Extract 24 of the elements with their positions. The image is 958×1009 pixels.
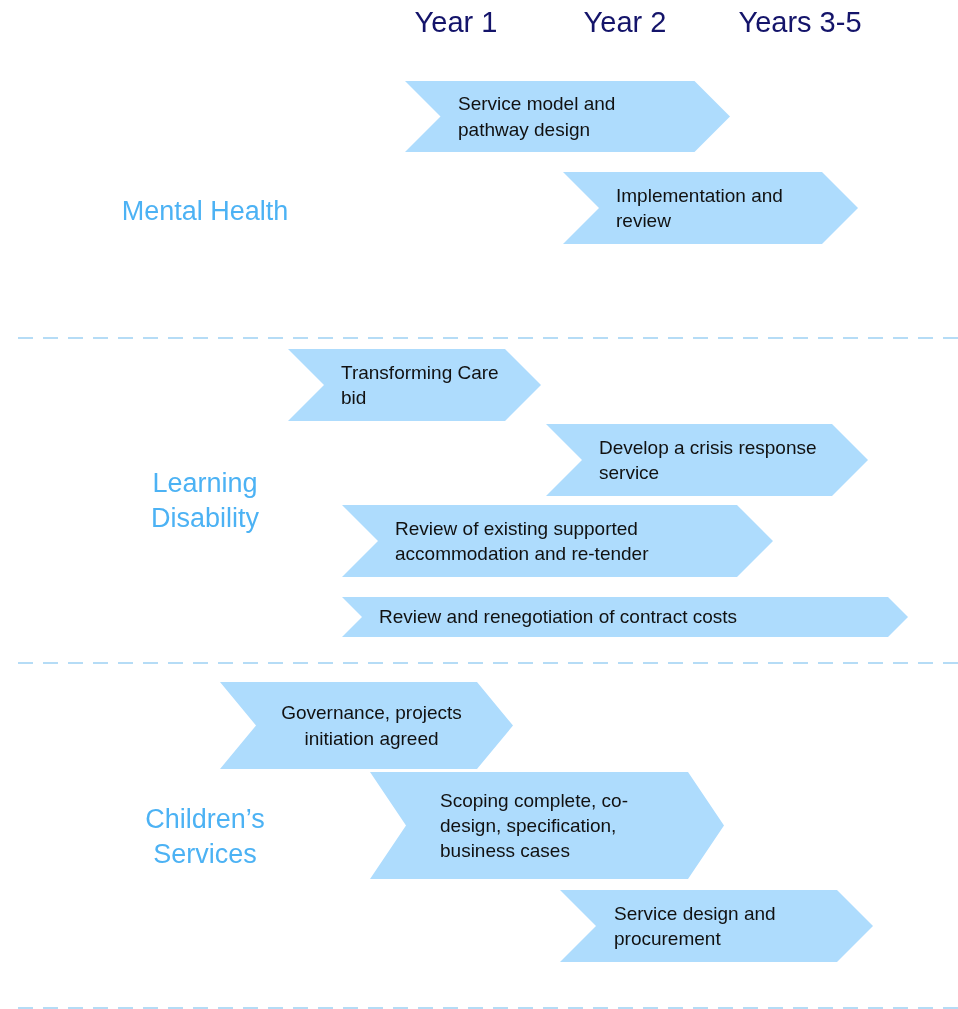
step-text: Transforming Care bid: [341, 360, 500, 410]
step-text: Service model and pathway design: [458, 92, 617, 142]
year-heading: Years 3-5: [738, 5, 862, 40]
step-text: Develop a crisis response service: [599, 435, 818, 485]
row-heading: Learning Disability: [150, 467, 260, 536]
row-heading: Mental Health: [120, 195, 290, 228]
chevron-step: [342, 505, 773, 577]
year-heading: Year 1: [414, 5, 498, 40]
chevron-step: [370, 772, 724, 879]
step-text: Implementation and review: [616, 183, 784, 233]
chevron-step: [288, 349, 541, 421]
step-text: Review and renegotiation of contract costs: [379, 605, 738, 630]
chevron-step: [560, 890, 873, 962]
step-text: Service design and procurement: [614, 901, 777, 951]
chevron-step: [405, 81, 730, 152]
chevron-step: [546, 424, 868, 496]
step-text: Governance, projects initiation agreed: [280, 701, 463, 751]
step-text: Review of existing supported accommodation and re-tender: [395, 516, 650, 566]
chevron-step: [563, 172, 858, 244]
step-text: Scoping complete, co-design, specification, business cases: [440, 788, 629, 864]
year-heading: Year 2: [583, 5, 667, 40]
chevron-step: [342, 597, 908, 637]
row-heading: Children’s Services: [144, 803, 266, 872]
chevron-step: [220, 682, 513, 769]
